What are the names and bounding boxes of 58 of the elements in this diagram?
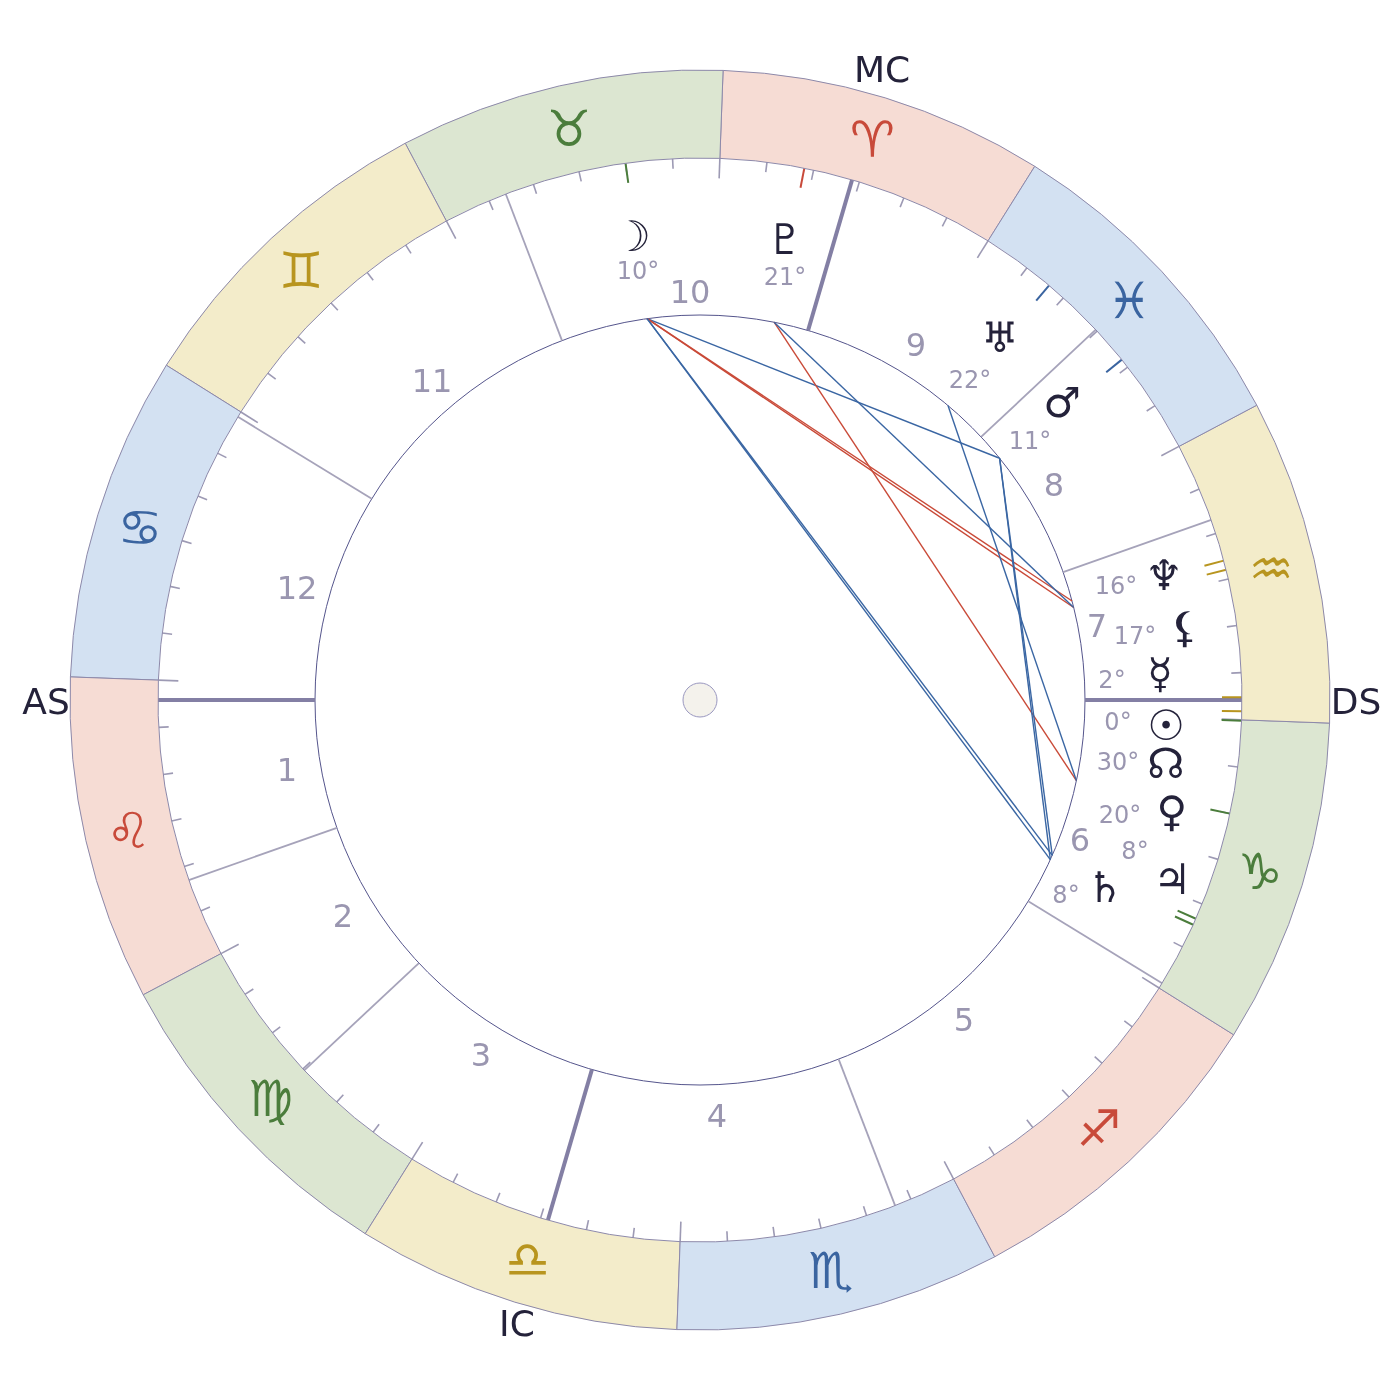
zodiac-sign-symbol: ♍ [248, 1073, 294, 1124]
planet-symbol: ♂ [1043, 382, 1081, 424]
degree-label: 20° [1098, 803, 1142, 827]
house-number: 9 [905, 329, 927, 361]
degree-label: 16° [1094, 574, 1138, 598]
zodiac-sign-segment [142, 952, 413, 1235]
house-number: 12 [276, 572, 318, 604]
zodiac-sign-symbol: ♈ [849, 114, 895, 165]
house-number: 10 [669, 276, 711, 308]
planet-symbol: ♅ [981, 317, 1019, 359]
planet-symbol: ♄ [1086, 867, 1124, 909]
zodiac-sign-symbol: ♒ [1248, 544, 1294, 595]
house-number: 8 [1043, 469, 1065, 501]
zodiac-sign-symbol: ♊ [278, 245, 324, 296]
house-number: 11 [411, 365, 453, 397]
house-number: 7 [1086, 610, 1108, 642]
house-number: 1 [276, 754, 298, 786]
zodiac-sign-symbol: ♑ [1237, 847, 1283, 898]
zodiac-sign-symbol: ♓ [1106, 276, 1152, 327]
zodiac-sign-segment [987, 165, 1258, 448]
degree-label: 2° [1098, 668, 1126, 692]
zodiac-sign-segment [69, 364, 242, 682]
house-number: 3 [470, 1039, 492, 1071]
house-number: 5 [953, 1004, 975, 1036]
zodiac-sign-segment [404, 69, 725, 222]
planet-symbol: ♀ [1156, 791, 1188, 833]
zodiac-sign-segment [69, 675, 222, 996]
planet-symbol: ♇ [766, 219, 804, 261]
planet-symbol: ♆ [1145, 555, 1183, 597]
angle-label: AS [22, 684, 70, 720]
degree-label: 21° [763, 265, 807, 289]
degree-label: 22° [948, 368, 992, 392]
degree-label: 11° [1008, 429, 1052, 453]
degree-label: 30° [1096, 750, 1140, 774]
planet-symbol: ⚸ [1169, 607, 1201, 649]
angle-label: MC [853, 52, 911, 88]
degree-label: 8° [1121, 839, 1149, 863]
house-number: 4 [706, 1100, 728, 1132]
zodiac-sign-symbol: ♉ [546, 103, 592, 154]
zodiac-sign-symbol: ♋ [117, 502, 163, 553]
degree-label: 10° [616, 259, 660, 283]
zodiac-sign-symbol: ♎ [505, 1235, 551, 1286]
angle-label: IC [499, 1306, 535, 1342]
planet-symbol: ☿ [1147, 653, 1173, 695]
zodiac-sign-segment [165, 142, 448, 413]
house-number: 6 [1069, 824, 1091, 856]
zodiac-sign-segment [675, 1178, 996, 1331]
degree-label: 8° [1052, 883, 1080, 907]
angle-label: DS [1330, 684, 1382, 720]
zodiac-sign-symbol: ♌ [106, 805, 152, 856]
zodiac-sign-symbol: ♏ [808, 1246, 854, 1297]
degree-label: 0° [1104, 710, 1132, 734]
zodiac-sign-symbol: ♐ [1076, 1104, 1122, 1155]
degree-label: 17° [1113, 624, 1157, 648]
zodiac-sign-segment [952, 987, 1235, 1258]
planet-symbol: ☽ [613, 216, 651, 258]
house-number: 2 [332, 900, 354, 932]
planet-symbol: ♃ [1153, 859, 1191, 901]
